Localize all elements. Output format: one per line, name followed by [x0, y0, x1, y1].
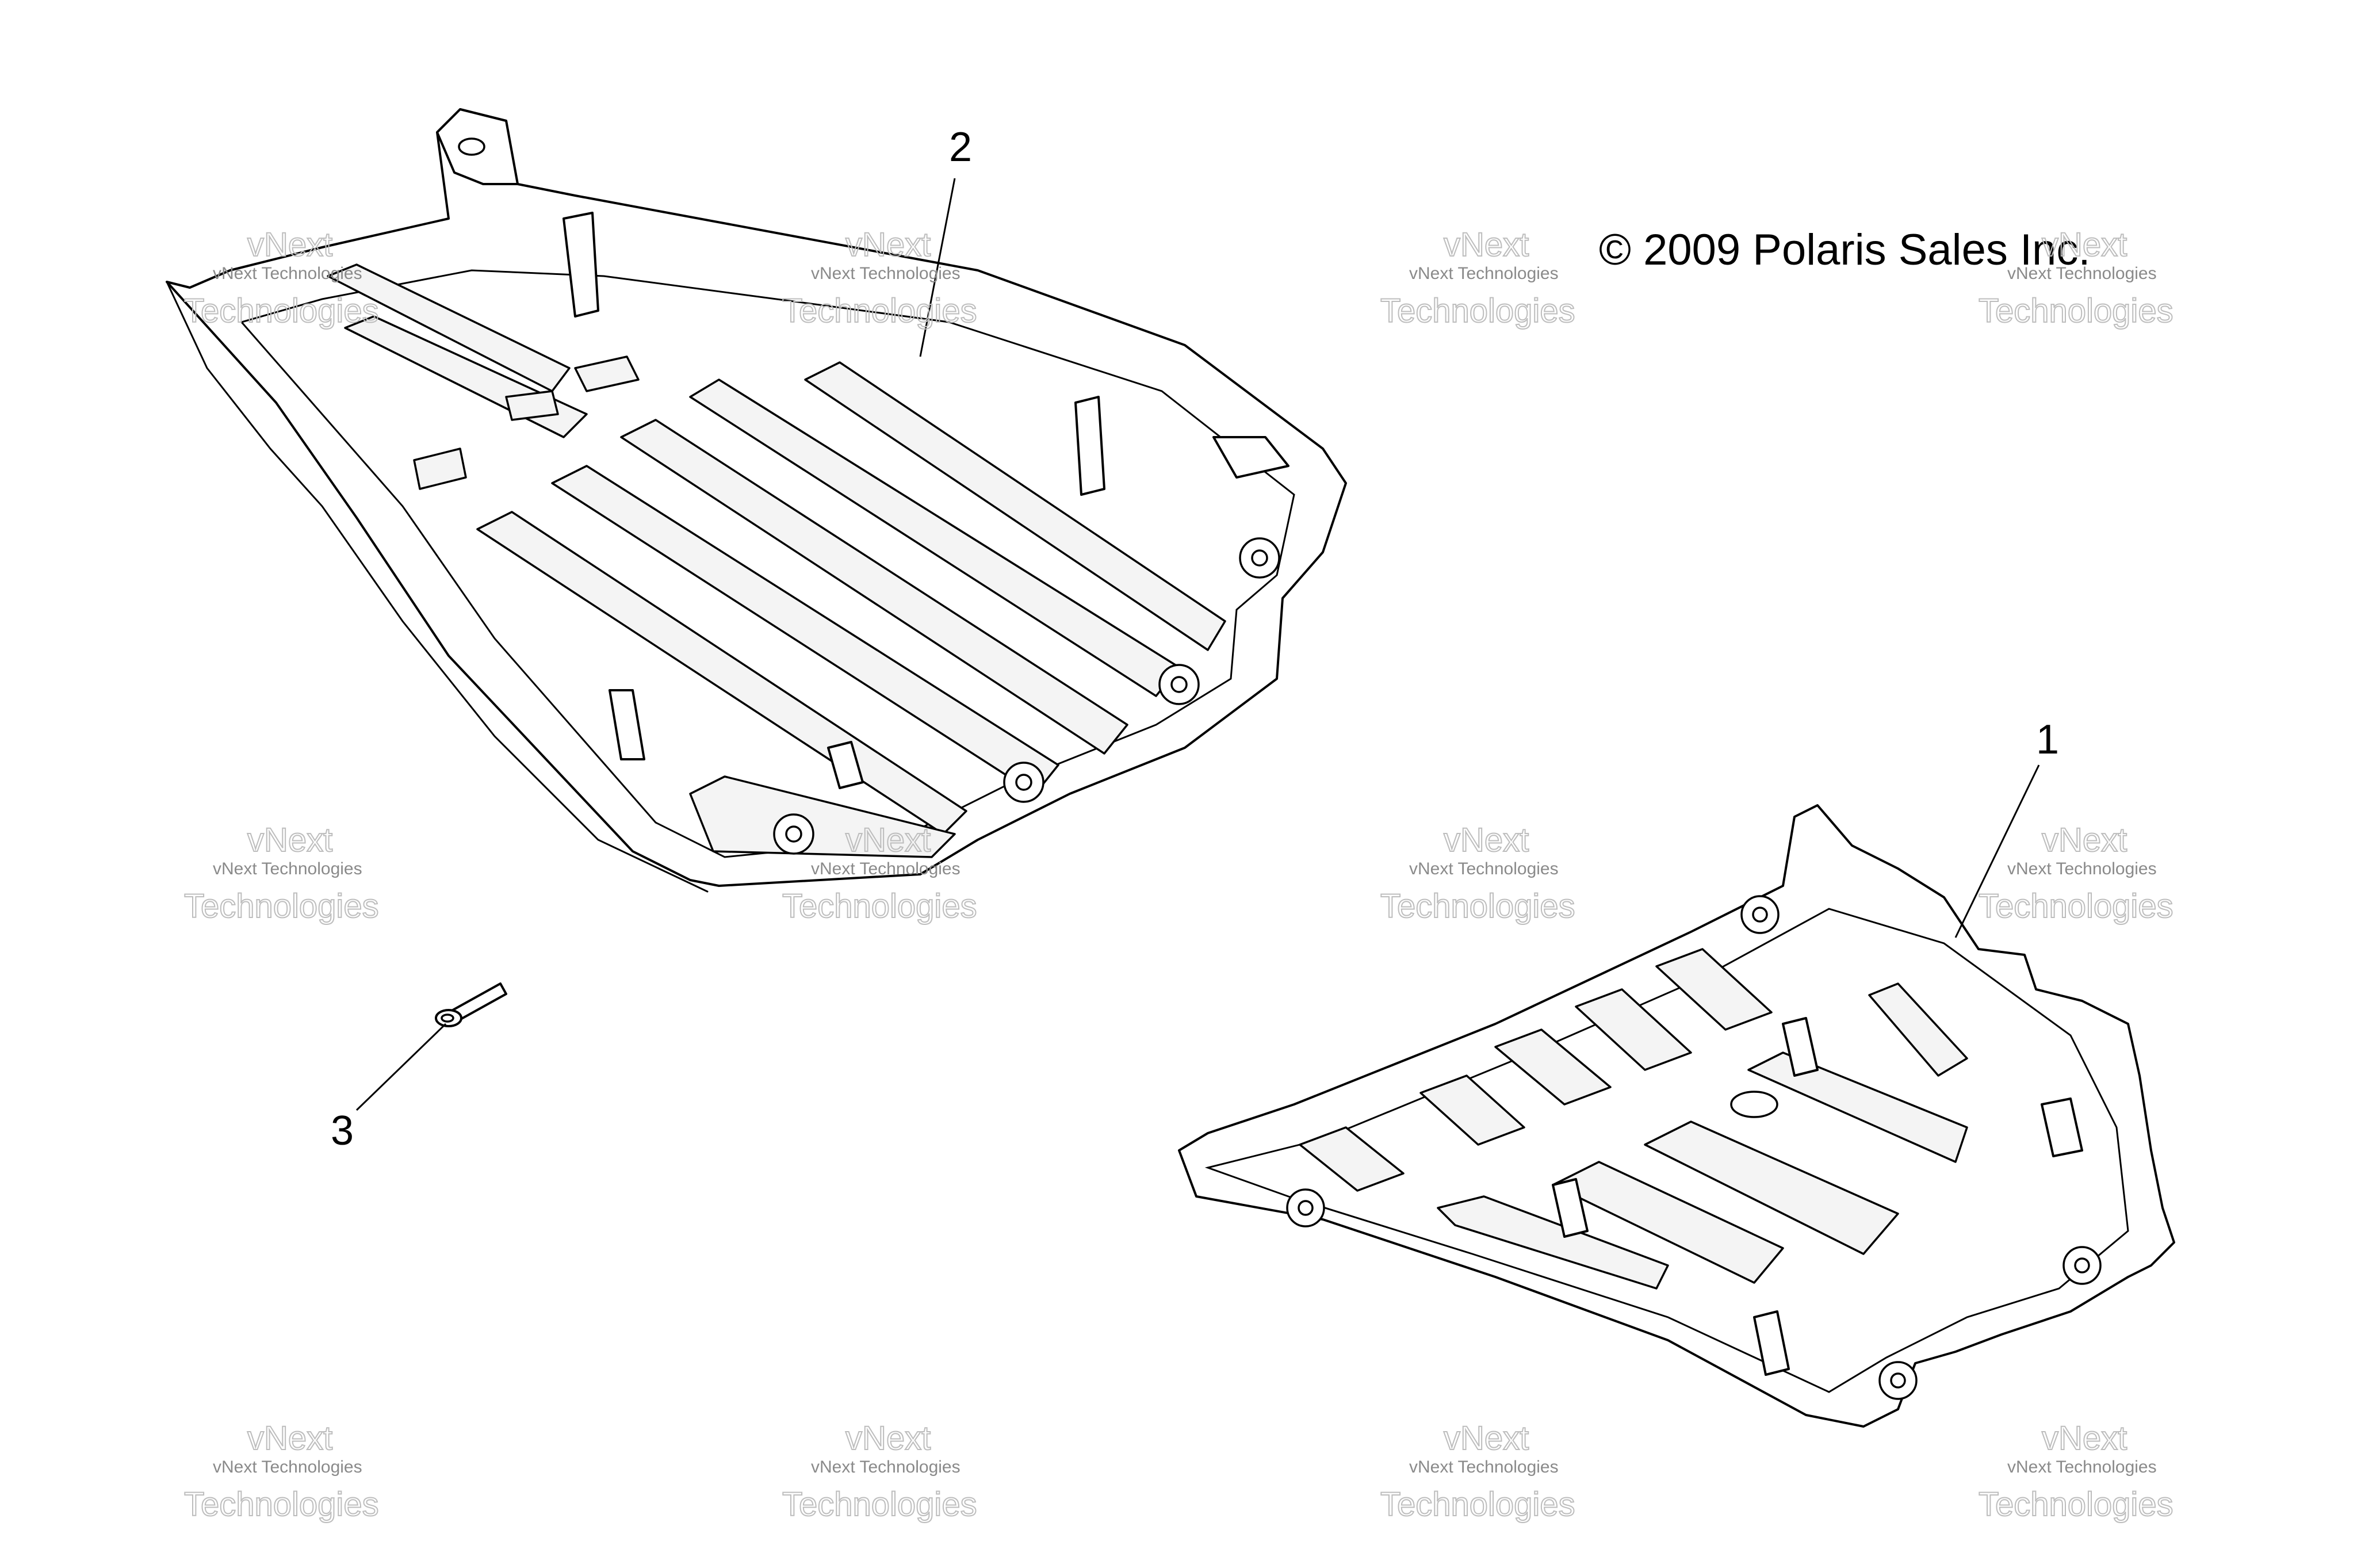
- svg-text:Technologies: Technologies: [1979, 1486, 2174, 1523]
- watermark-br: vNext vNext Technologies Technologies: [1978, 1419, 2174, 1524]
- callout-3: 3: [331, 1023, 447, 1154]
- watermark-mc1: vNext vNext Technologies Technologies: [782, 821, 978, 925]
- svg-text:vNext: vNext: [2042, 821, 2127, 859]
- svg-text:vNext: vNext: [1444, 821, 1529, 859]
- svg-text:Technologies: Technologies: [184, 1486, 379, 1523]
- watermark-tr: vNext vNext Technologies Technologies: [1978, 225, 2174, 330]
- svg-text:vNext Technologies: vNext Technologies: [811, 859, 961, 878]
- svg-text:vNext: vNext: [1444, 226, 1529, 263]
- svg-text:vNext Technologies: vNext Technologies: [2007, 1458, 2157, 1477]
- svg-text:vNext Technologies: vNext Technologies: [1409, 1458, 1559, 1477]
- svg-text:vNext Technologies: vNext Technologies: [213, 859, 362, 878]
- part-3-bolt[interactable]: [435, 982, 507, 1027]
- svg-text:vNext Technologies: vNext Technologies: [213, 264, 362, 283]
- callout-2: 2: [919, 124, 972, 357]
- svg-text:Technologies: Technologies: [184, 888, 379, 925]
- svg-text:Technologies: Technologies: [782, 1486, 977, 1523]
- copyright-notice: © 2009 Polaris Sales Inc.: [1599, 225, 2090, 274]
- watermark-tl: vNext vNext Technologies Technologies: [183, 225, 380, 330]
- svg-text:Technologies: Technologies: [1380, 888, 1575, 925]
- svg-text:vNext Technologies: vNext Technologies: [1409, 264, 1559, 283]
- svg-text:vNext Technologies: vNext Technologies: [811, 1458, 961, 1477]
- svg-text:vNext: vNext: [2042, 1420, 2127, 1457]
- svg-text:vNext: vNext: [845, 1420, 931, 1457]
- svg-text:vNext Technologies: vNext Technologies: [1409, 859, 1559, 878]
- watermark-mr: vNext vNext Technologies Technologies: [1978, 821, 2174, 925]
- callout-1-label: 1: [2036, 717, 2059, 763]
- svg-text:Technologies: Technologies: [1979, 292, 2174, 330]
- part-2-skid-plate[interactable]: [166, 108, 1347, 893]
- callout-2-label: 2: [949, 124, 972, 170]
- svg-text:Technologies: Technologies: [1380, 1486, 1575, 1523]
- svg-text:vNext: vNext: [247, 821, 332, 859]
- svg-text:Technologies: Technologies: [782, 888, 977, 925]
- callout-1: 1: [1954, 717, 2059, 938]
- svg-text:vNext Technologies: vNext Technologies: [2007, 859, 2157, 878]
- svg-text:Technologies: Technologies: [782, 292, 977, 330]
- watermark-ml: vNext vNext Technologies Technologies: [183, 821, 380, 925]
- svg-text:vNext: vNext: [845, 226, 931, 263]
- svg-text:vNext: vNext: [247, 1420, 332, 1457]
- svg-text:vNext: vNext: [845, 821, 931, 859]
- watermark-mc2: vNext vNext Technologies Technologies: [1380, 821, 1576, 925]
- callout-3-label: 3: [331, 1108, 354, 1154]
- watermark-tc2: vNext vNext Technologies Technologies: [1380, 225, 1576, 330]
- svg-text:vNext Technologies: vNext Technologies: [811, 264, 961, 283]
- svg-text:vNext Technologies: vNext Technologies: [213, 1458, 362, 1477]
- svg-text:vNext: vNext: [2042, 226, 2127, 263]
- watermark-bc1: vNext vNext Technologies Technologies: [782, 1419, 978, 1524]
- watermark-bc2: vNext vNext Technologies Technologies: [1380, 1419, 1576, 1524]
- svg-text:Technologies: Technologies: [184, 292, 379, 330]
- watermark-tc1: vNext vNext Technologies Technologies: [782, 225, 978, 330]
- part-1-skid-plate[interactable]: [1178, 804, 2175, 1428]
- svg-text:vNext Technologies: vNext Technologies: [2007, 264, 2157, 283]
- svg-text:Technologies: Technologies: [1979, 888, 2174, 925]
- watermark-bl: vNext vNext Technologies Technologies: [183, 1419, 380, 1524]
- svg-text:vNext: vNext: [247, 226, 332, 263]
- svg-text:Technologies: Technologies: [1380, 292, 1575, 330]
- svg-text:vNext: vNext: [1444, 1420, 1529, 1457]
